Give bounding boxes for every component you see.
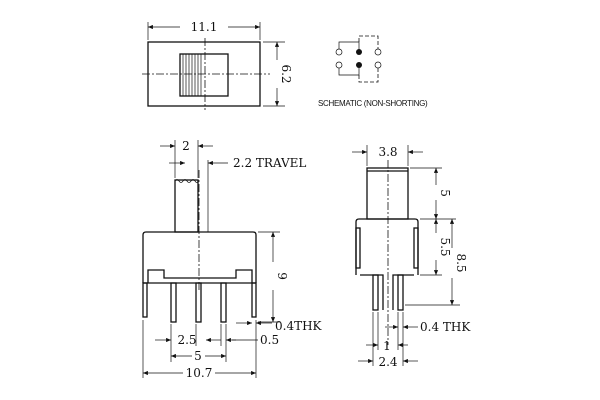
schematic: SCHEMATIC (NON-SHORTING) bbox=[318, 35, 428, 108]
pin-thickness-dim: 0.4THK bbox=[275, 319, 323, 333]
pin-width-dim: 0.5 bbox=[260, 333, 279, 347]
pin-span-dim: 5 bbox=[194, 349, 202, 363]
pin bbox=[170, 282, 177, 323]
common-terminal-icon bbox=[356, 49, 362, 55]
end-view: 3.8 5 5.5 8.5 0.4 THK 1 2.4 bbox=[352, 145, 471, 369]
mount-leg bbox=[251, 282, 257, 318]
pin bbox=[220, 282, 227, 323]
pin bbox=[397, 274, 404, 311]
pin-gap-dim: 1 bbox=[383, 339, 391, 353]
travel-label: 2.2 TRAVEL bbox=[233, 156, 306, 170]
actuator-width-dim: 2 bbox=[182, 139, 190, 153]
terminal-icon bbox=[374, 48, 382, 56]
end-total-height-dim: 8.5 bbox=[454, 253, 468, 272]
terminal-icon bbox=[335, 48, 343, 56]
common-terminal-icon bbox=[356, 62, 362, 68]
end-pin-thickness-dim: 0.4 THK bbox=[420, 320, 471, 334]
terminal-icon bbox=[335, 61, 343, 69]
side-view: 2 2.2 TRAVEL 9 0.4THK 2.5 0.5 5 10.7 bbox=[142, 139, 323, 380]
pin bbox=[372, 274, 379, 311]
top-view: 11.1 6.2 bbox=[142, 20, 293, 110]
actuator bbox=[174, 179, 199, 233]
mount-leg bbox=[142, 282, 148, 318]
end-body-height-dim: 5.5 bbox=[438, 237, 452, 256]
slider-outline bbox=[179, 53, 229, 97]
end-pin-span-dim: 2.4 bbox=[378, 355, 397, 369]
top-width-dim: 11.1 bbox=[191, 20, 218, 34]
pin-pitch-dim: 2.5 bbox=[177, 333, 196, 347]
end-actuator-dim: 3.8 bbox=[378, 145, 397, 159]
slider-ridges bbox=[182, 54, 202, 96]
actuator bbox=[366, 167, 409, 220]
schematic-caption: SCHEMATIC (NON-SHORTING) bbox=[318, 99, 428, 108]
total-width-dim: 10.7 bbox=[186, 366, 213, 380]
terminal-icon bbox=[374, 61, 382, 69]
top-height-dim: 6.2 bbox=[279, 64, 293, 83]
body-height-dim: 9 bbox=[275, 272, 289, 280]
pin bbox=[195, 282, 202, 323]
actuator-height-dim: 5 bbox=[438, 189, 452, 197]
